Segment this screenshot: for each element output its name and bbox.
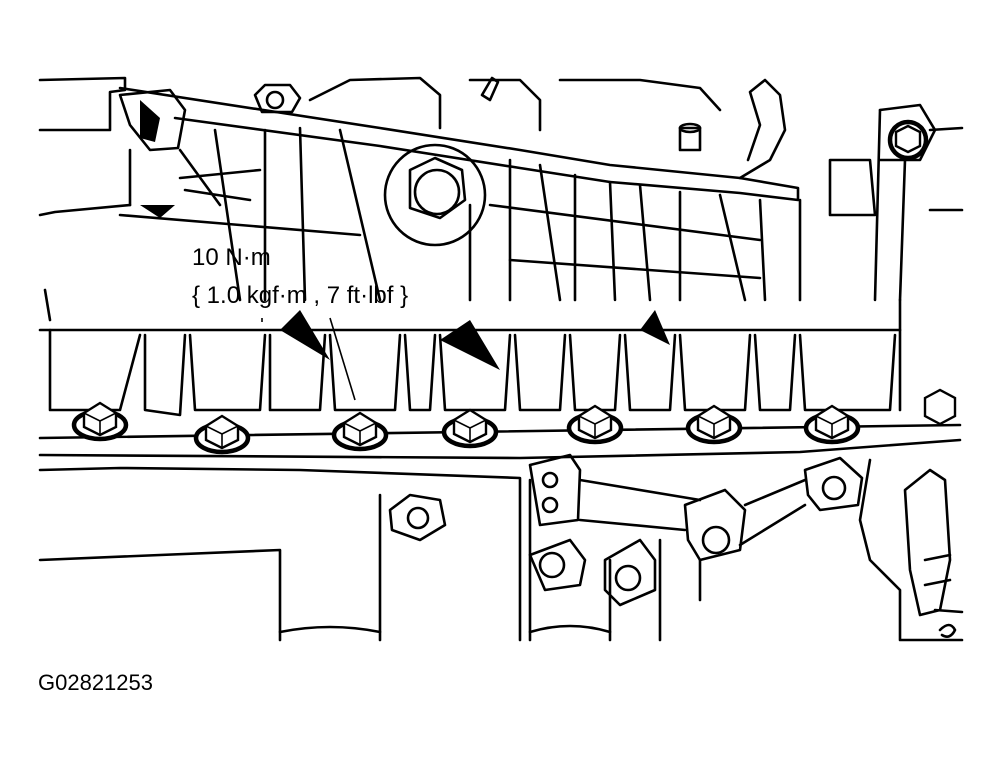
large-bolt-hex [408,156,467,220]
figure-code: G02821253 [38,670,153,695]
rib-shadow-3 [440,320,500,370]
upper-casing-right [468,78,542,132]
rib-shadow-1 [140,205,175,218]
top-right-bolt-hex [894,124,922,154]
upper-casing [308,76,442,130]
torque-spec-secondary: { 1.0 kgf·m , 7 ft·lbf } [192,282,409,309]
rib-shadow-4 [640,310,670,345]
stud-post [678,126,702,152]
mounting-ear [528,538,587,592]
outer-contour-left [38,76,127,132]
rib-grid-upper [118,103,964,302]
lower-right-cable [903,468,952,617]
mounting-ear [803,456,864,512]
upper-boss-left-shadow [140,100,160,142]
flange-pockets [38,288,902,417]
flange-bolt [685,404,743,445]
lower-housing-curve-2 [528,624,612,634]
stud-post-top [678,122,702,134]
upper-boss-mid-hole [265,90,285,110]
top-rail [118,86,800,202]
mounting-ear [528,453,582,527]
large-bolt-center [413,168,461,216]
rib-shadow-2 [280,310,330,360]
top-rail-end [738,78,787,180]
lower-right-housing [858,458,964,642]
torque-spec-primary: 10 N·m [192,244,271,271]
mounting-ear [388,493,447,542]
small-stud [480,76,500,102]
flange-bolt [566,404,624,445]
end-bolt-hex [923,388,957,426]
bolt-row [71,401,861,455]
lower-bracket-vert [658,538,702,642]
lower-bracket [578,478,807,547]
large-bolt-flange [383,143,487,247]
upper-casing-far [558,78,722,112]
flange-bolt [803,404,861,445]
lower-right-curl [938,623,957,638]
flange-bolt [331,411,389,452]
lower-housing-curve [278,625,382,634]
upper-boss-mid [253,83,302,114]
mounting-ear [603,538,657,607]
flange-bolt [71,401,129,442]
lower-right-detail [923,553,964,614]
lower-housing-left [38,466,522,642]
upper-boss-left [118,88,187,152]
flange-bolt [193,414,251,455]
flange-bolt [441,408,499,449]
mounting-ear [683,488,747,562]
leader-line-2 [329,317,356,401]
outer-contour-left-lower [38,203,132,217]
lower-housing-edge [38,548,282,642]
flange-rail-bottom [38,438,962,460]
